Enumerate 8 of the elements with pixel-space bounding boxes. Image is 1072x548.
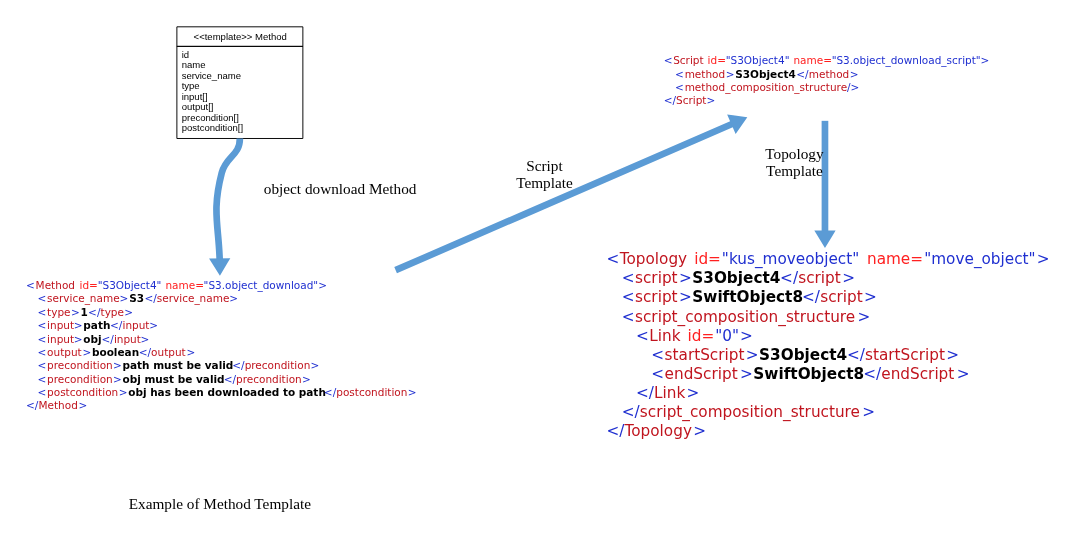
node-text: <Topology id="kus_moveobject" name="move_object"> <script>S3Object4</script> <script>SwiftObject8</script> <script_composition_structure> <Link id="0"> <startScript>S3Object4</startScript> <endScript>SwiftObject8</endScript> </Link> </script_composition_structure> </Topology>: [606, 249, 1050, 440]
arrow: [394, 114, 748, 273]
label: object download Method: [263, 179, 417, 197]
arrow: [209, 137, 244, 276]
edge-label: Script Template: [516, 156, 573, 191]
label: Example of Method Template: [128, 494, 311, 512]
node-text: <Method id="S3Object4" name="S3.object_download"> <service_name>S3</service_name> <type>1</type> <input>path</input> <input>obj</input> <output>boolean</output> <precondition>path must be valid</precondition> <precondition>obj must be valid</precondition> <postcondition>obj has been downloaded to path</postcondition> </Method>: [26, 278, 417, 411]
node-text: <Script id="S3Object4" name="S3.object_download_script"> <method>S3Object4</method> <method_composition_structure/> </Script>: [663, 53, 990, 106]
